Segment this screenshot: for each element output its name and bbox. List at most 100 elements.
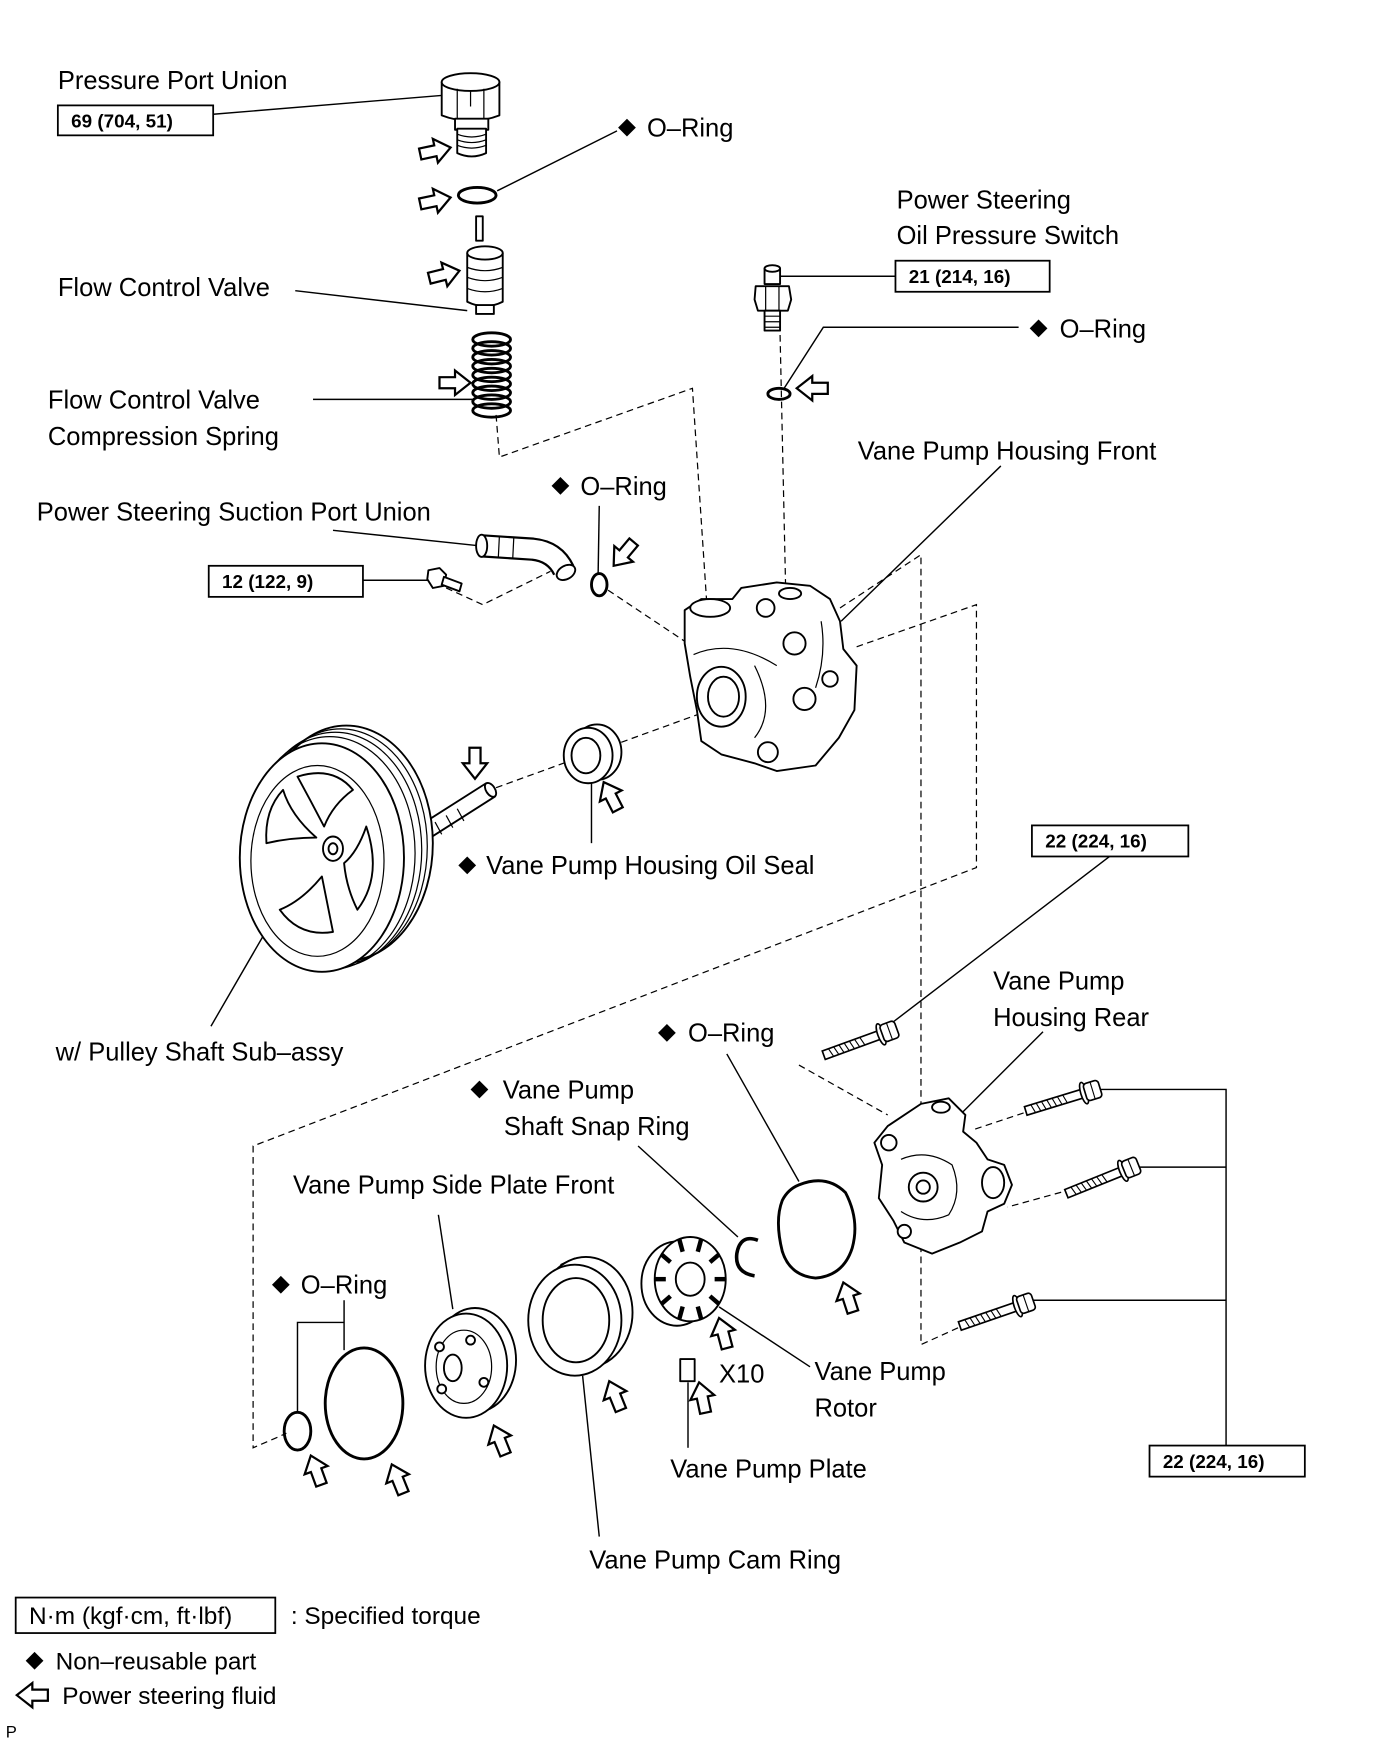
fluid-arrow-icon [416,134,455,168]
legend-non-reusable: Non–reusable part [25,1649,257,1676]
leader-o-ring-5-small [296,1321,345,1413]
leader-lines [210,94,1227,1537]
suction-port-union-part [475,533,577,582]
torque-value: 69 (704, 51) [71,111,173,132]
guide-housing-to-internals [252,603,978,1449]
label-rotor-line1: Vane Pump [814,1358,945,1386]
vane-pump-housing-front-part [683,581,858,772]
vane-pump-cam-ring-part [527,1256,634,1377]
torque-value: 22 (224, 16) [1163,1451,1265,1472]
leader-o-ring-1 [496,130,618,192]
guide-bolt-2-to-rear [974,1108,1035,1130]
flow-control-valve-part [466,215,504,315]
guide-front-to-rear-bolt [839,553,968,1346]
label-housing-rear-line2: Housing Rear [993,1004,1149,1032]
leader-housing-front [840,465,1002,622]
legend-torque-desc: : Specified torque [291,1603,481,1630]
torque-box-suction-union-bolt: 12 (122, 9) [207,564,364,598]
leader-o-ring-3 [597,505,600,574]
label-pulley-shaft: w/ Pulley Shaft Sub–assy [55,1039,344,1067]
torque-value: 12 (122, 9) [222,571,313,592]
guide-bolt-3-to-rear [1007,1188,1073,1208]
label-spring-line2: Compression Spring [48,423,279,451]
label-pressure-switch-line1: Power Steering [897,187,1071,215]
pressure-port-union-part [440,72,501,158]
leader-o-ring-2 [782,326,1019,390]
vane-pump-rotor-part [640,1236,727,1327]
label-housing-rear-line1: Vane Pump [993,968,1124,996]
guide-switch-to-housing [779,335,787,589]
fluid-arrow-icon [298,1450,335,1491]
label-suction-port-union: Power Steering Suction Port Union [37,498,431,526]
vane-pump-plate-part [679,1358,696,1383]
leader-flow-control-valve [295,289,468,312]
label-rotor-line2: Rotor [814,1395,877,1423]
leader-o-ring-4 [726,1053,800,1182]
o-ring-pressure-switch [766,386,792,401]
torque-box-housing-rear-bolts: 22 (224, 16) [1148,1444,1306,1478]
leader-cam-ring [581,1375,600,1537]
legend-torque: N·m (kgf·cm, ft·lbf) : Specified torque [14,1596,481,1634]
label-spring-line1: Flow Control Valve [48,386,260,414]
vane-pump-shaft-snap-ring-part [734,1236,759,1278]
diamond-icon [25,1651,44,1670]
fluid-arrow-icon [795,374,829,402]
label-o-ring-4: O–Ring [688,1020,774,1048]
leader-side-plate-front [437,1214,454,1310]
fluid-arrow-icon [603,533,645,575]
diamond-icon [1029,319,1048,338]
label-snap-ring-line2: Shaft Snap Ring [504,1113,690,1141]
oil-pressure-switch-part [753,264,793,332]
label-o-ring-5: O–Ring [301,1272,387,1300]
assembly-guide-lines [252,335,1073,1449]
torque-box-housing-rear-bolt-upper: 22 (224, 16) [1031,824,1190,858]
label-o-ring-3: O–Ring [580,473,666,501]
label-flow-control-valve: Flow Control Valve [58,274,270,302]
leader-upper-rear-bolt [882,855,1111,1031]
diamond-icon [618,118,636,137]
fluid-arrow-icon [461,746,489,780]
compression-spring-part [471,331,512,419]
leader-snap-ring [637,1145,739,1238]
label-pressure-port-union: Pressure Port Union [58,67,288,95]
housing-rear-bolt-3 [955,1289,1038,1338]
leader-pulley-shaft [210,920,273,1027]
legend-fluid: Power steering fluid [15,1681,277,1710]
label-snap-ring-line1: Vane Pump [503,1076,634,1104]
legend-torque-unit: N·m (kgf·cm, ft·lbf) [29,1603,232,1630]
pulley-shaft-sub-assy-part [238,724,498,973]
label-oil-seal: Vane Pump Housing Oil Seal [486,852,814,880]
label-o-ring-2: O–Ring [1060,315,1146,343]
diamond-icon [470,1080,489,1099]
leader-housing-rear [951,1031,1044,1124]
figure-code: P [6,1722,17,1741]
fluid-arrow-icon [686,1378,719,1417]
label-vane-count: X10 [719,1360,764,1388]
o-ring-housing-rear [776,1179,857,1280]
housing-rear-bolt-2 [1061,1153,1144,1205]
leader-rotor [718,1306,811,1368]
diamond-icon [271,1275,290,1294]
housing-rear-bolt-upper [819,1017,902,1067]
o-ring-suction-port [590,572,609,598]
torque-box-pressure-switch: 21 (214, 16) [894,259,1051,293]
housing-rear-bolt-1 [1021,1076,1105,1123]
o-ring-large [323,1346,405,1461]
guide-bolt-to-union [445,570,551,606]
torque-box-pressure-port-union: 69 (704, 51) [56,104,215,137]
legend-fluid-text: Power steering fluid [62,1683,276,1710]
fluid-arrow-icon [438,369,472,397]
guide-upper-bolt-to-rear [798,1064,888,1116]
diamond-icon [658,1023,676,1042]
fluid-arrow-icon [830,1277,866,1317]
diamond-icon [458,856,477,875]
torque-value: 22 (224, 16) [1045,831,1147,852]
o-ring-pressure-port [456,186,498,205]
guide-suction-to-housing [607,589,686,642]
fluid-arrow-icon [379,1458,416,1499]
vane-pump-housing-rear-part [873,1097,1013,1255]
fluid-arrow-icon [596,1375,634,1416]
label-o-ring-1: O–Ring [647,114,733,142]
